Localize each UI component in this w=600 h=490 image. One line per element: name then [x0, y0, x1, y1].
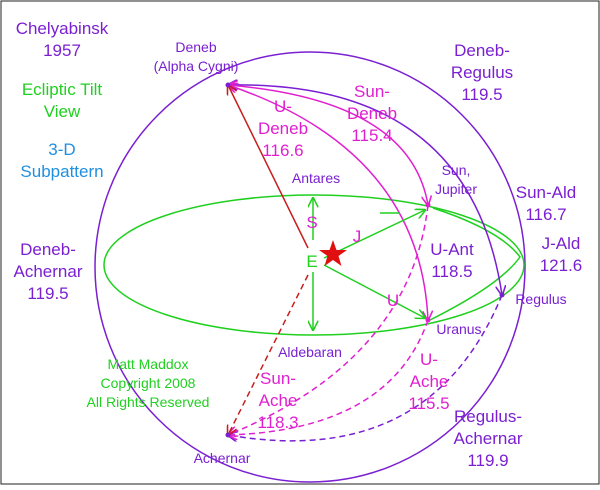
sun-deneb-value: 115.4: [351, 126, 392, 145]
u-deneb-line1: U-: [274, 97, 292, 116]
sun-dot: [425, 202, 431, 208]
regulus-achernar-line1: Regulus-: [454, 407, 522, 426]
u-ache-arc: [228, 319, 429, 435]
uranus-dot: [425, 317, 431, 323]
copyright-line3: All Rights Reserved: [87, 394, 210, 410]
deneb-dot: [225, 82, 231, 88]
deneb-label-line2: (Alpha Cygni): [154, 58, 239, 74]
pattern-line1: 3-D: [48, 140, 75, 159]
regulus-achernar-value: 119.9: [467, 451, 508, 470]
deneb-regulus-line2: Regulus: [451, 63, 513, 82]
sun-ald-value: 116.7: [525, 205, 566, 224]
regulus-achernar-arc: [228, 294, 503, 441]
achernar-label: Achernar: [194, 450, 251, 466]
title-line2: 1957: [43, 41, 81, 60]
marker-s: S: [306, 213, 317, 232]
u-ant-value: 118.5: [431, 262, 472, 281]
deneb-earth-line: [228, 85, 309, 249]
marker-u: U: [387, 291, 399, 310]
deneb-achernar-value: 119.5: [27, 284, 68, 303]
u-deneb-value: 116.6: [262, 141, 303, 160]
celestial-sphere: [94, 51, 526, 483]
u-ache-line2: Ache: [410, 372, 449, 391]
deneb-regulus-value: 119.5: [461, 85, 502, 104]
sun-deneb-line2: Deneb: [347, 104, 397, 123]
star-icon: [319, 240, 347, 266]
uranus-label: Uranus: [436, 321, 481, 337]
achernar-dot: [225, 432, 231, 438]
marker-e: E: [306, 252, 317, 271]
regulus-dot: [499, 292, 505, 298]
earth-uranus-vector: [323, 264, 425, 318]
u-deneb-arc: [228, 85, 428, 320]
u-deneb-line2: Deneb: [258, 119, 308, 138]
marker-j: J: [353, 227, 362, 246]
sun-ache-line1: Sun-: [260, 369, 296, 388]
sun-ache-arc: [228, 204, 429, 435]
aldebaran-label: Aldebaran: [278, 344, 342, 360]
subtitle-line1: Ecliptic Tilt: [22, 80, 103, 99]
copyright-line1: Matt Maddox: [108, 356, 189, 372]
u-ache-value: 115.5: [408, 394, 449, 413]
sun-jupiter-line2: Jupiter: [435, 181, 477, 197]
sun-ache-line2: Ache: [259, 391, 298, 410]
sun-deneb-line1: Sun-: [354, 82, 390, 101]
u-ache-line1: U-: [420, 350, 438, 369]
regulus-achernar-line2: Achernar: [454, 429, 523, 448]
deneb-achernar-line1: Deneb-: [20, 240, 76, 259]
j-ald-value: 121.6: [540, 256, 583, 275]
u-ant-line1: U-Ant: [430, 240, 474, 259]
sun-ald-line1: Sun-Ald: [516, 183, 576, 202]
deneb-label-line1: Deneb: [175, 39, 216, 55]
antares-label: Antares: [292, 170, 340, 186]
title-line1: Chelyabinsk: [16, 19, 109, 38]
pattern-line2: Subpattern: [20, 162, 103, 181]
copyright-line2: Copyright 2008: [101, 375, 196, 391]
sun-jupiter-line1: Sun,: [442, 162, 471, 178]
sun-ache-value: 118.3: [257, 413, 298, 432]
j-ald-line1: J-Ald: [542, 234, 581, 253]
deneb-achernar-line2: Achernar: [14, 262, 83, 281]
deneb-regulus-line1: Deneb-: [454, 41, 510, 60]
regulus-label: Regulus: [515, 291, 566, 307]
subtitle-line2: View: [44, 102, 81, 121]
